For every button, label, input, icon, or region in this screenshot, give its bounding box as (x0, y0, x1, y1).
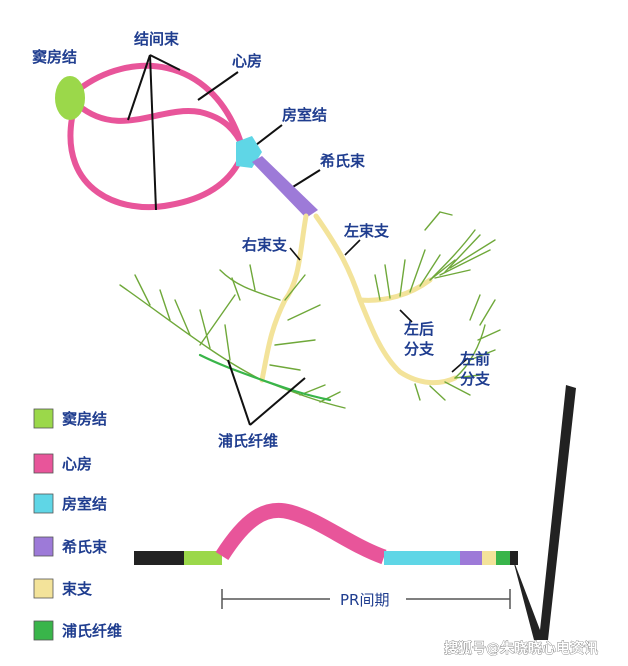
ecg-baseline-start (134, 551, 184, 565)
atrial-pathway-top (75, 62, 243, 143)
legend-item: 希氏束 (33, 536, 108, 557)
ecg-segment-purkinje (496, 551, 510, 565)
ecg-segment-his (460, 551, 482, 565)
legend-label: 房室结 (62, 495, 107, 513)
ecg-qrs-complex (512, 385, 576, 640)
atrial-pathway-middle (75, 102, 247, 151)
label-right-bundle: 右束支 (242, 236, 288, 254)
ecg-segment-av (384, 551, 460, 565)
ecg-segment-bundle (482, 551, 496, 565)
legend-item: 窦房结 (33, 408, 107, 429)
legend-swatch (33, 578, 54, 599)
legend-swatch (33, 408, 54, 429)
atrium-pointer (197, 71, 239, 101)
ecg-p-wave (215, 502, 387, 565)
atrial-pathways (67, 62, 247, 211)
label-left-posterior-2: 分支 (404, 340, 435, 358)
label-his-bundle: 希氏束 (320, 152, 366, 170)
label-atrium: 心房 (232, 52, 262, 70)
legend-label: 束支 (62, 580, 93, 598)
legend: 窦房结 心房 房室结 希氏束 束支 浦氏纤维 (33, 408, 122, 641)
label-left-anterior-1: 左前 (459, 350, 490, 368)
legend-swatch (33, 453, 54, 474)
his-bundle-shape (252, 156, 318, 218)
bundle-pointers (289, 239, 469, 373)
label-internodal: 结间束 (134, 30, 180, 48)
atrial-pathway-bottom (67, 115, 243, 211)
label-left-bundle: 左束支 (343, 222, 390, 240)
label-sa-node: 窦房结 (32, 48, 77, 66)
ecg-strip (134, 385, 576, 640)
ecg-baseline-end (510, 551, 518, 565)
label-purkinje: 浦氏纤维 (218, 432, 278, 450)
internodal-pointers (127, 54, 181, 211)
legend-item: 房室结 (33, 493, 107, 514)
legend-swatch (33, 536, 54, 557)
purkinje-fibers (119, 211, 501, 409)
pr-interval (221, 589, 511, 609)
ecg-segment-sa (184, 551, 222, 565)
legend-item: 浦氏纤维 (33, 620, 122, 641)
pr-interval-label: PR间期 (340, 591, 389, 609)
watermark: 搜狐号@朱晓晓心电资讯 (444, 640, 598, 657)
legend-item: 束支 (33, 578, 93, 599)
label-left-posterior-1: 左后 (403, 320, 434, 338)
legend-swatch (33, 620, 54, 641)
legend-label: 窦房结 (62, 410, 107, 428)
label-av-node: 房室结 (282, 106, 327, 124)
legend-label: 心房 (62, 455, 92, 473)
legend-label: 浦氏纤维 (62, 622, 122, 640)
legend-label: 希氏束 (62, 538, 108, 556)
purkinje-pointers (227, 359, 306, 426)
legend-swatch (33, 493, 54, 514)
sa-node-shape (55, 76, 85, 120)
label-left-anterior-2: 分支 (460, 370, 491, 388)
legend-item: 心房 (33, 453, 92, 474)
